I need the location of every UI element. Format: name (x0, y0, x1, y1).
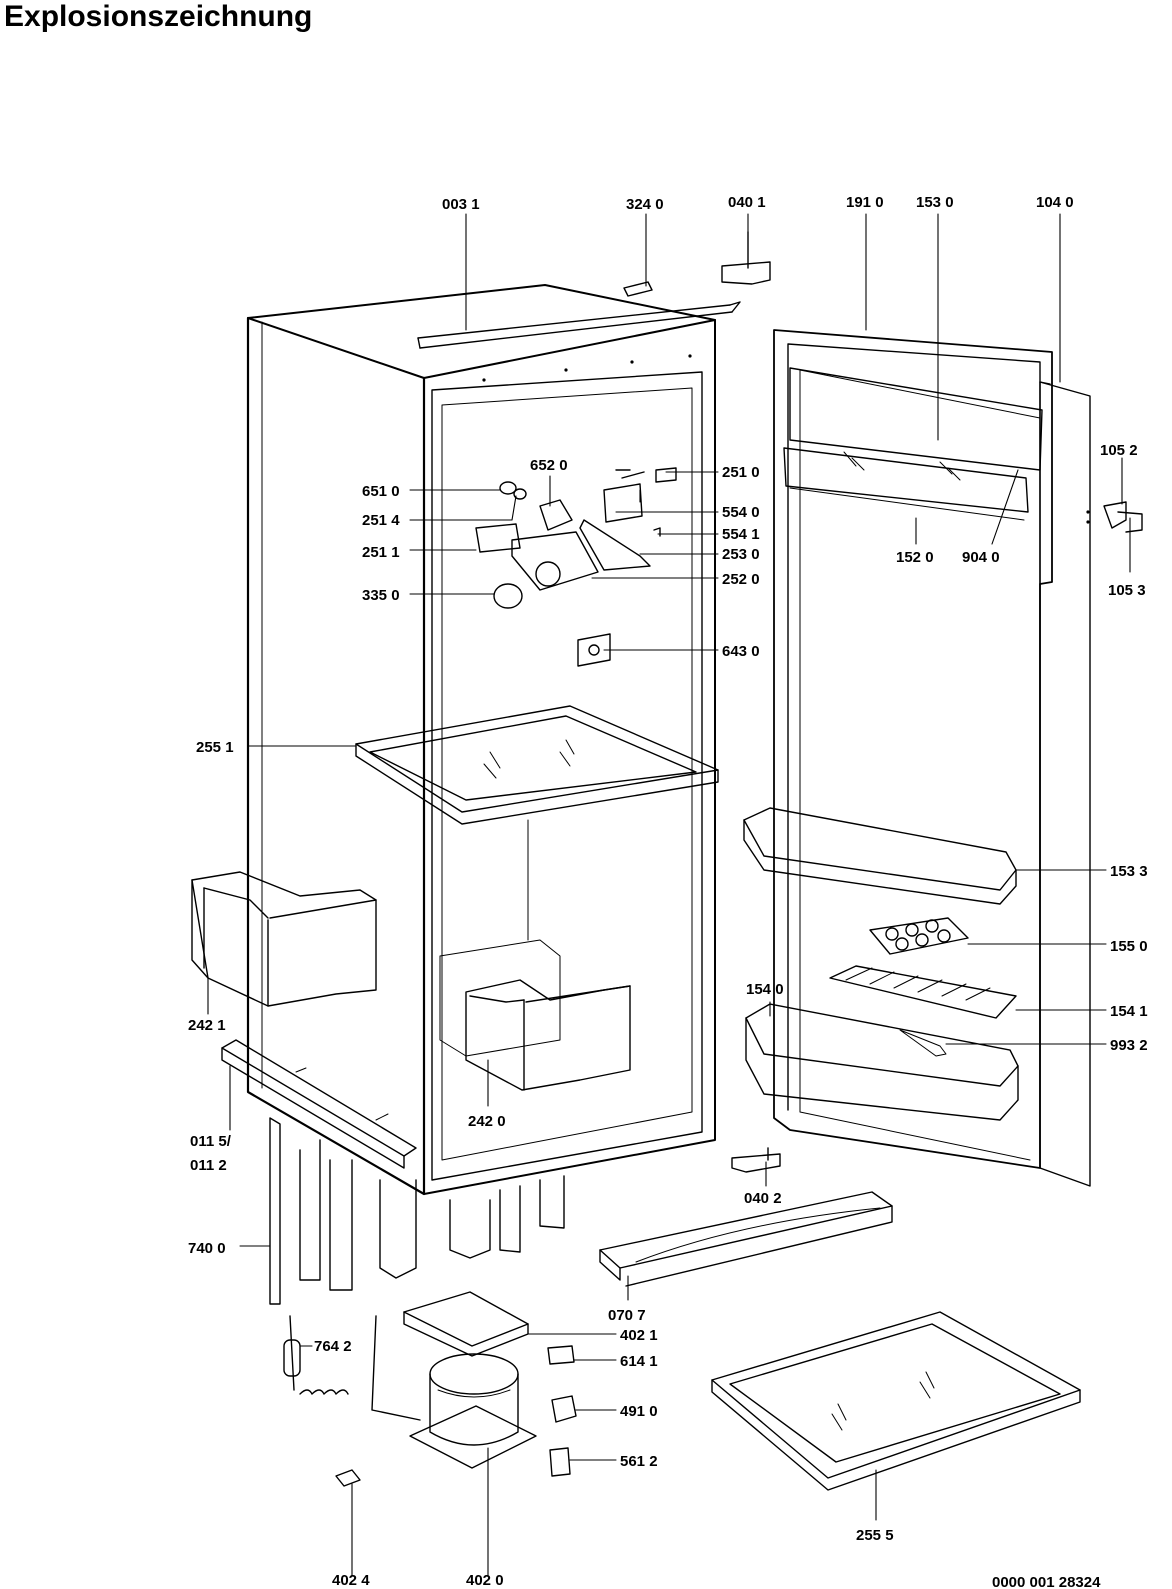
page-title: Explosionszeichnung (4, 0, 313, 33)
capillary-filter (283, 1315, 421, 1421)
callout-651-0: 651 0 (362, 483, 400, 500)
callout-402-0: 402 0 (466, 1572, 504, 1589)
callout-040-2: 040 2 (744, 1190, 782, 1207)
callout-251-1: 251 1 (362, 544, 400, 561)
relay-614 (547, 1345, 575, 1365)
screw-dots (482, 354, 1090, 524)
callout-255-5: 255 5 (856, 1527, 894, 1544)
callout-152-0: 152 0 (896, 549, 934, 566)
bottle-rack (829, 965, 1017, 1019)
kick-plate (599, 1191, 893, 1287)
glass-shelf-lower (711, 1311, 1081, 1491)
callout-154-0: 154 0 (746, 981, 784, 998)
callout-554-0: 554 0 (722, 504, 760, 521)
door-panel (1039, 381, 1091, 1187)
callout-335-0: 335 0 (362, 587, 400, 604)
callout-003-1: 003 1 (442, 196, 480, 213)
bracket-402-4 (335, 1469, 361, 1487)
callout-614-1: 614 1 (620, 1353, 658, 1370)
callout-104-0: 104 0 (1036, 194, 1074, 211)
condenser-coil (269, 1117, 565, 1305)
leader-lines (207, 213, 1131, 1577)
callout-324-0: 324 0 (626, 196, 664, 213)
drawer-inner (439, 939, 631, 1091)
callout-252-0: 252 0 (722, 571, 760, 588)
callout-491-0: 491 0 (620, 1403, 658, 1420)
callout-153-3: 153 3 (1110, 863, 1148, 880)
callout-191-0: 191 0 (846, 194, 884, 211)
callout-652-0: 652 0 (530, 457, 568, 474)
callout-402-4: 402 4 (332, 1572, 370, 1589)
thermostat-assembly (475, 467, 677, 667)
compressor (409, 1353, 537, 1469)
compressor-base (403, 1291, 529, 1357)
drawing-number: 0000 001 28324 (992, 1574, 1101, 1589)
callout-764-2: 764 2 (314, 1338, 352, 1355)
callout-740-0: 740 0 (188, 1240, 226, 1257)
callout-105-3: 105 3 (1108, 582, 1146, 599)
callout-643-0: 643 0 (722, 643, 760, 660)
door-liner (773, 329, 1053, 1169)
callout-251-0: 251 0 (722, 464, 760, 481)
clip-561 (549, 1447, 571, 1477)
callout-155-0: 155 0 (1110, 938, 1148, 955)
capacitor-491 (551, 1395, 577, 1423)
door-shelf-middle (743, 807, 1017, 905)
glass-shelf-upper (355, 705, 719, 825)
callout-255-1: 255 1 (196, 739, 234, 756)
egg-tray (869, 917, 969, 955)
callout-040-1: 040 1 (728, 194, 766, 211)
callout-402-1: 402 1 (620, 1327, 658, 1344)
callout-070-7: 070 7 (608, 1307, 646, 1324)
hinge-bracket-top (721, 231, 771, 285)
callout-011-5: 011 5/ (190, 1133, 232, 1150)
clip-part-324 (623, 281, 653, 297)
bottom-front-strip (221, 1039, 417, 1169)
callout-554-1: 554 1 (722, 526, 760, 543)
callout-242-1: 242 1 (188, 1017, 226, 1034)
callout-labels: 003 1 324 0 040 1 191 0 153 0 104 0 105 … (188, 194, 1148, 1589)
cabinet-body (246, 284, 741, 1196)
callout-993-2: 993 2 (1110, 1037, 1148, 1054)
callout-253-0: 253 0 (722, 546, 760, 563)
callout-242-0: 242 0 (468, 1113, 506, 1130)
callout-011-2: 011 2 (190, 1157, 227, 1174)
callout-561-2: 561 2 (620, 1453, 658, 1470)
callout-153-0: 153 0 (916, 194, 954, 211)
callout-154-1: 154 1 (1110, 1003, 1148, 1020)
door-shelf-lower (745, 1003, 1019, 1121)
hinge-bracket-bottom (731, 1147, 781, 1173)
door-hinge-upper (1103, 501, 1143, 533)
callout-105-2: 105 2 (1100, 442, 1138, 459)
door-shelf-upper (783, 367, 1043, 521)
drawer-left (191, 871, 377, 1007)
callout-251-4: 251 4 (362, 512, 400, 529)
callout-904-0: 904 0 (962, 549, 1000, 566)
